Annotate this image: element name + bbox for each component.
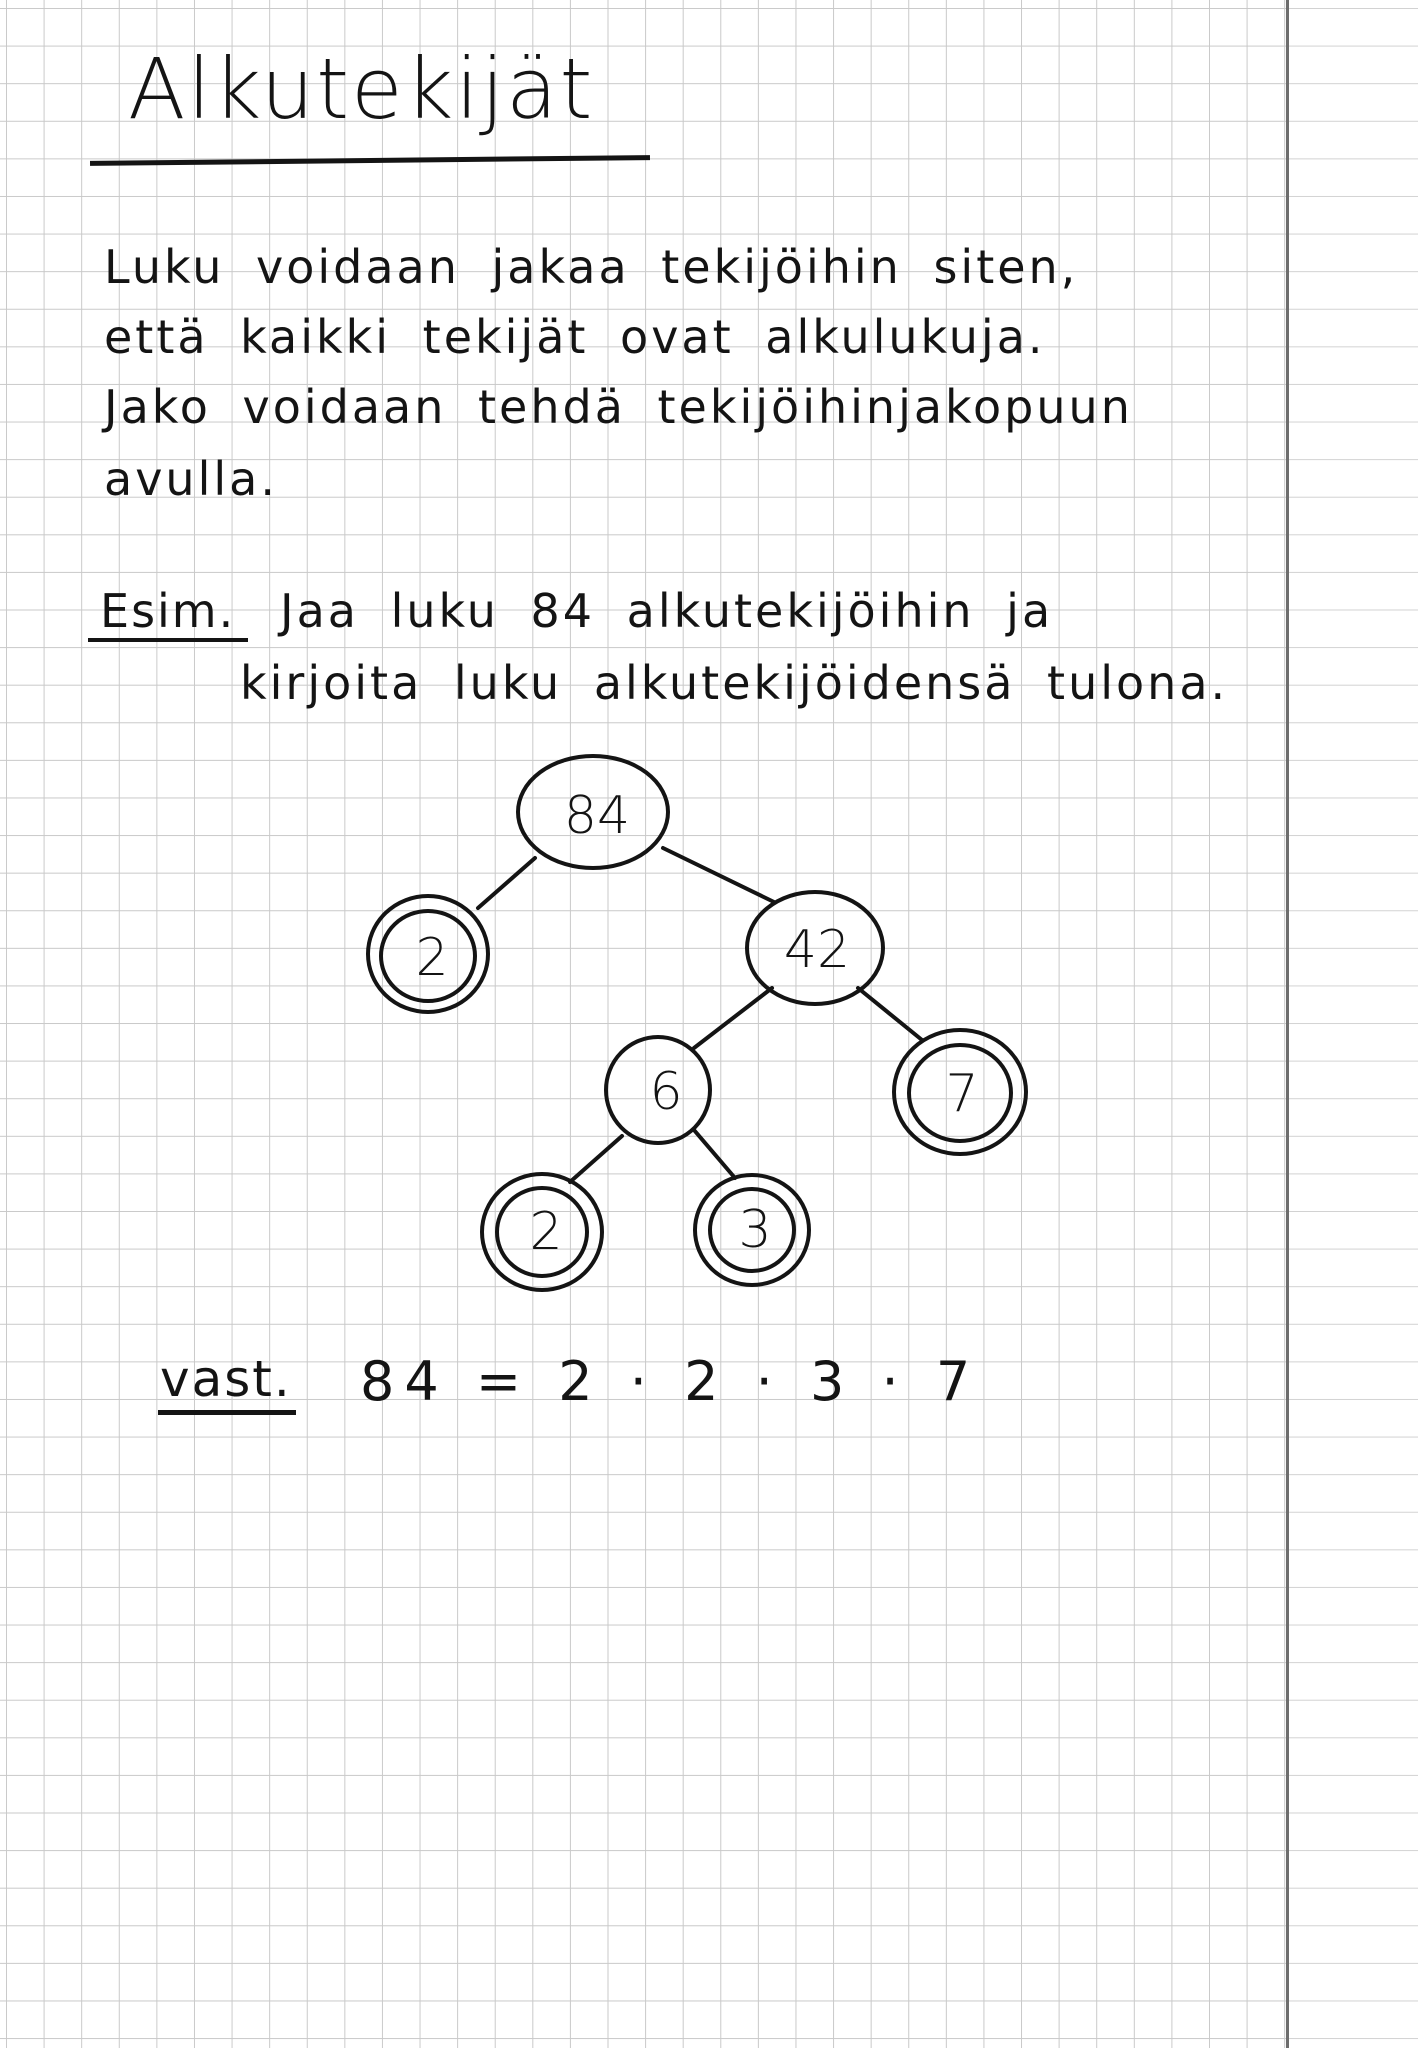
edge-84-42 bbox=[661, 846, 776, 904]
node-2-outer bbox=[366, 894, 490, 1014]
example-label-underline bbox=[88, 638, 248, 642]
intro-line-2: että kaikki tekijät ovat alkulukuja. bbox=[104, 310, 1046, 364]
edge-42-6 bbox=[692, 986, 774, 1050]
leaf-2-inner bbox=[495, 1186, 589, 1278]
edge-6-3 bbox=[692, 1128, 737, 1180]
leaf-3-outer bbox=[693, 1173, 811, 1287]
edge-6-2 bbox=[568, 1134, 624, 1184]
node-42-label: 42 bbox=[784, 920, 850, 980]
right-margin-strip bbox=[1289, 0, 1418, 2048]
leaf-3-label: 3 bbox=[738, 1200, 771, 1260]
node-6 bbox=[604, 1035, 712, 1145]
page-title: Alkutekijät bbox=[128, 40, 595, 138]
answer-expression: 84 = 2 · 2 · 3 · 7 bbox=[360, 1350, 981, 1413]
answer-label-underline bbox=[158, 1410, 296, 1415]
intro-line-4: avulla. bbox=[104, 452, 278, 506]
intro-line-3: Jako voidaan tehdä tekijöihinjakopuun bbox=[104, 380, 1133, 434]
leaf-3-inner bbox=[708, 1187, 796, 1273]
example-task-line-1: Jaa luku 84 alkutekijöihin ja bbox=[280, 584, 1054, 638]
node-2-inner bbox=[379, 909, 477, 1003]
node-42 bbox=[745, 890, 885, 1006]
answer-label: vast. bbox=[160, 1350, 292, 1408]
node-84-label: 84 bbox=[564, 786, 630, 846]
node-7-inner bbox=[907, 1043, 1013, 1143]
edge-84-2 bbox=[476, 856, 537, 910]
margin-line bbox=[1286, 0, 1289, 2048]
node-84 bbox=[516, 754, 670, 870]
intro-line-1: Luku voidaan jakaa tekijöihin siten, bbox=[104, 240, 1079, 294]
node-6-label: 6 bbox=[649, 1062, 682, 1122]
node-7-outer bbox=[892, 1028, 1028, 1156]
node-2-label: 2 bbox=[415, 928, 448, 988]
example-label: Esim. bbox=[100, 584, 236, 638]
example-task-line-2: kirjoita luku alkutekijöidensä tulona. bbox=[240, 656, 1229, 710]
leaf-2-label: 2 bbox=[529, 1202, 562, 1262]
node-7-label: 7 bbox=[945, 1064, 978, 1124]
leaf-2-outer bbox=[480, 1172, 604, 1292]
edge-42-7 bbox=[856, 986, 924, 1042]
title-underline bbox=[89, 155, 651, 166]
